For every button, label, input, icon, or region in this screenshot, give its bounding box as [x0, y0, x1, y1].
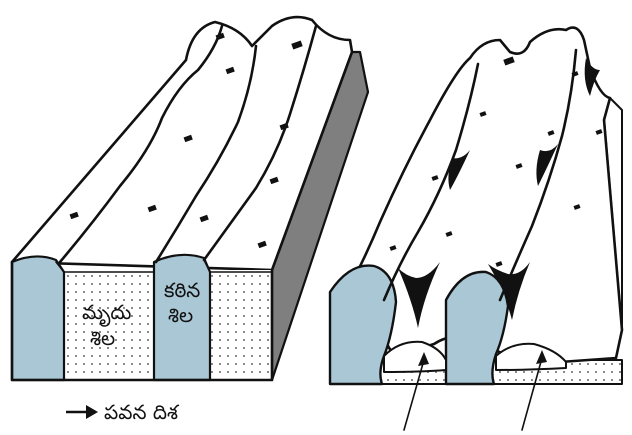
wind-direction-legend: పవన దిశ — [66, 400, 180, 424]
left-soft-rock-a — [64, 270, 154, 380]
left-soft-rock-b — [210, 270, 272, 380]
left-hard-rock-a — [12, 256, 64, 380]
wind-direction-label: పవన దిశ — [104, 400, 180, 424]
hard-rock-label-line-1: కఠిన — [164, 278, 200, 302]
left-block: కఠిన శిల మృదు శిల — [12, 17, 368, 380]
right-arrow-icon — [66, 405, 98, 419]
hard-rock-label-line-2: శిల — [168, 303, 193, 327]
soft-rock-label-line-2: శిల — [90, 326, 115, 350]
right-block — [330, 28, 622, 384]
soft-rock-label-line-1: మృదు — [82, 300, 131, 327]
